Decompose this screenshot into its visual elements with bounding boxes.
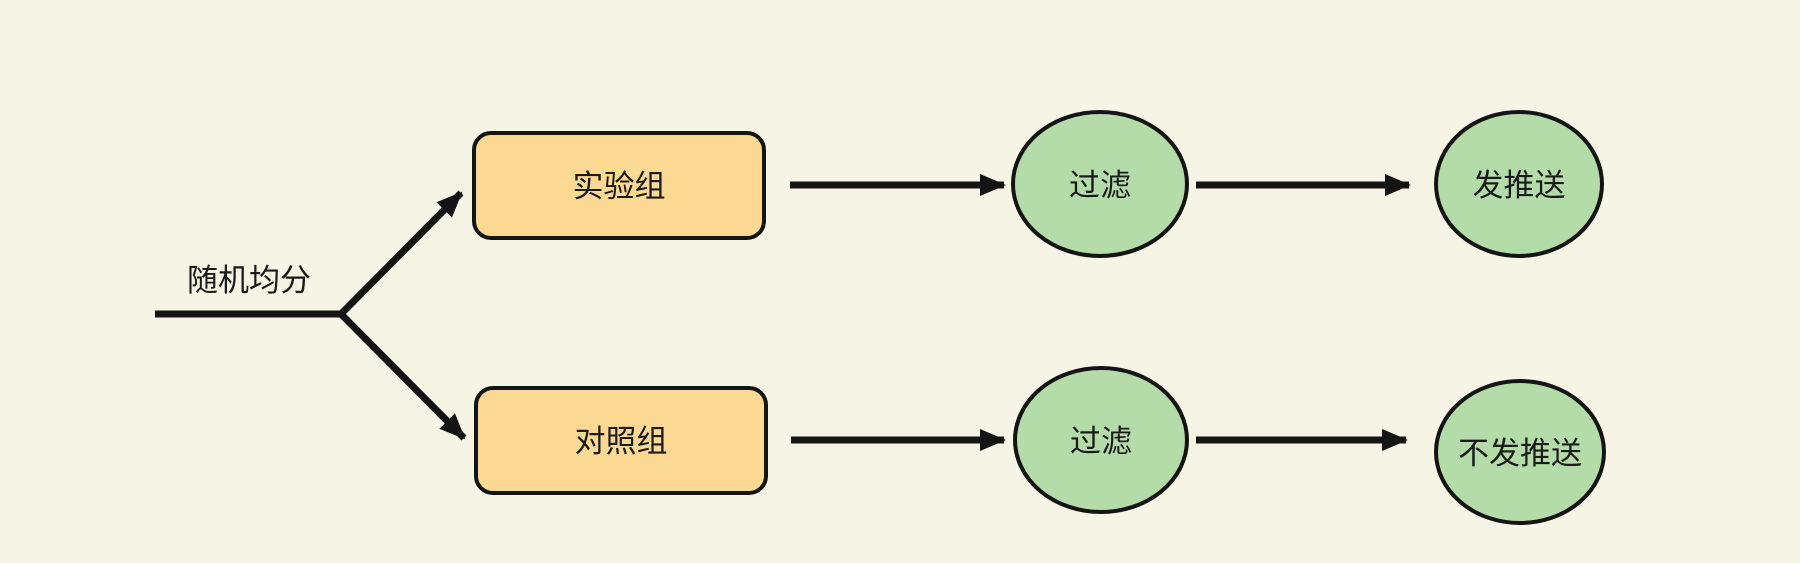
no-push-node (1434, 379, 1606, 525)
control-group-box (474, 386, 768, 495)
split-label: 随机均分 (187, 263, 311, 298)
arrow-split-to-experimental (338, 190, 464, 317)
filter-node-experimental-label: 过滤 (1069, 168, 1131, 203)
filter-node-control (1013, 366, 1189, 514)
filter-node-experimental (1011, 110, 1189, 258)
filter-node-control-label: 过滤 (1070, 424, 1132, 459)
control-group-label: 对照组 (575, 424, 668, 459)
arrow-split-to-control (338, 311, 467, 441)
experimental-group-label: 实验组 (573, 169, 666, 204)
experimental-group-box (472, 131, 766, 240)
send-push-node (1434, 110, 1604, 258)
send-push-node-label: 发推送 (1473, 168, 1566, 203)
no-push-node-label: 不发推送 (1458, 436, 1582, 471)
